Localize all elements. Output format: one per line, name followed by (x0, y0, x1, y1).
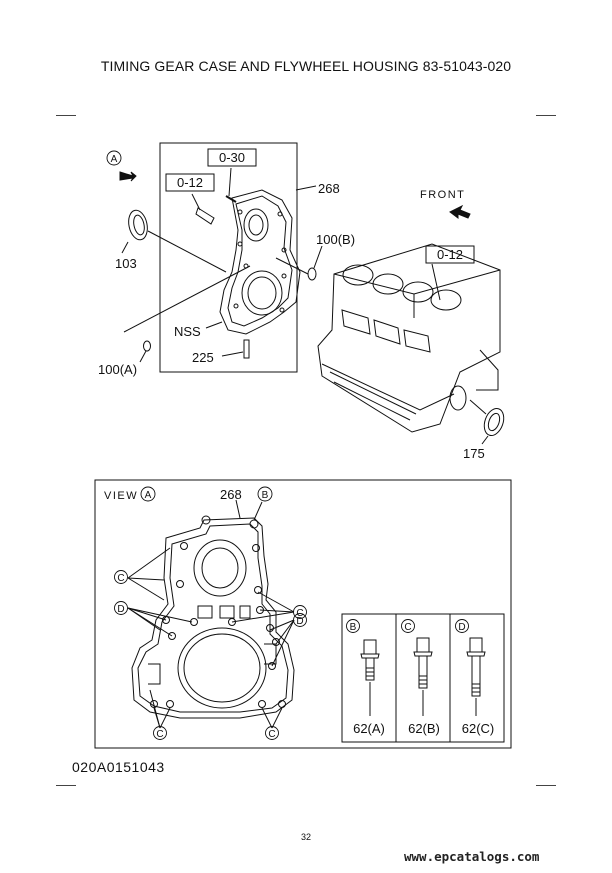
torque-box-0-12-left (165, 173, 215, 192)
oil-seal-175 (483, 407, 505, 437)
bolt-label-62b: 62(B) (408, 721, 440, 736)
view-a-letter: A (111, 154, 118, 165)
oring-100b (307, 267, 317, 281)
callout-d: D (296, 616, 303, 627)
view-a-arrow (119, 171, 137, 182)
torque-box-0-12-block (425, 245, 475, 264)
dowel-225 (243, 339, 250, 359)
crop-mark (536, 785, 556, 786)
callout-c: C (117, 573, 124, 584)
bolt-label-62c: 62(C) (462, 721, 495, 736)
bolt-label-62a: 62(A) (353, 721, 385, 736)
bolt-panel (341, 613, 505, 743)
page-title: TIMING GEAR CASE AND FLYWHEEL HOUSING 83… (100, 58, 512, 74)
figure-code: 020A0151043 (72, 759, 165, 775)
front-label: FRONT (420, 189, 465, 201)
torque-label-0-30: 0-30 (219, 150, 245, 165)
part-label-225: 225 (192, 350, 214, 365)
bolt-ref-c: C (404, 622, 411, 633)
view-label: VIEW (104, 490, 138, 502)
sensor-part (195, 207, 215, 225)
view-a-gear-case (131, 515, 295, 719)
fitting-part (225, 195, 237, 203)
page-number: 32 (300, 832, 311, 842)
oil-seal-103 (128, 209, 148, 241)
torque-label-0-12-left: 0-12 (177, 175, 203, 190)
bolt-ref-b: B (350, 622, 357, 633)
part-label-175: 175 (463, 446, 485, 461)
cylinder-block (317, 243, 501, 433)
part-label-268-lower: 268 (220, 487, 242, 502)
callout-c: C (296, 608, 303, 619)
crop-mark (536, 115, 556, 116)
torque-label-0-12-block: 0-12 (437, 247, 463, 262)
part-label-100a: 100(A) (98, 362, 137, 377)
view-a-circle (106, 150, 122, 166)
view-a-letter-lower: A (145, 490, 152, 501)
part-label-103: 103 (115, 256, 137, 271)
part-label-268: 268 (318, 181, 340, 196)
part-label-nss: NSS (174, 324, 201, 339)
gear-case-frame (159, 142, 298, 373)
front-arrow (449, 204, 471, 219)
torque-box-0-30 (207, 148, 257, 167)
gear-case-plate (219, 189, 301, 335)
bolt-62a (360, 639, 380, 681)
crop-mark (56, 115, 76, 116)
view-a-frame (94, 479, 512, 749)
callout-c: C (156, 729, 163, 740)
bolt-ref-d: D (458, 622, 465, 633)
bolt-62c (466, 637, 486, 697)
oring-100a (143, 340, 151, 352)
watermark-link[interactable]: www.epcatalogs.com (404, 849, 540, 864)
callout-c: C (268, 729, 275, 740)
crop-mark (56, 785, 76, 786)
callout-b: B (262, 490, 269, 501)
bolt-62b (413, 637, 433, 689)
callout-d: D (117, 604, 124, 615)
part-label-100b: 100(B) (316, 232, 355, 247)
